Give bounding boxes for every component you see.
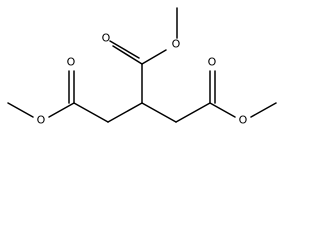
bond-right-methyl [250,102,277,118]
atom-oxygen-upper-carbonyl: O [102,32,111,45]
bond-upper-carbonyl-double-a [112,45,143,65]
bond-left-ch2-to-carbonyl [73,102,109,123]
atom-oxygen-right-carbonyl: O [208,56,217,69]
atom-oxygen-left-carbonyl: O [67,56,76,69]
bond-upper-ester-oxygen [141,49,167,65]
bond-left-ester-oxygen [48,102,75,118]
atom-label-layer: O O O O O O [37,32,248,127]
atom-oxygen-right-ester: O [239,114,248,127]
bond-right-ester-oxygen [209,102,236,118]
chemical-structure-diagram: O O O O O O [7,7,277,127]
bond-layer [7,7,277,123]
bond-central-to-right-ch2 [141,102,177,123]
bond-left-methyl [7,102,34,118]
bond-upper-carbonyl-double-b [109,40,140,59]
atom-oxygen-left-ester: O [37,114,46,127]
bond-central-to-left-ch2 [107,102,143,123]
atom-oxygen-upper-ester: O [172,38,181,51]
bond-right-ch2-to-carbonyl [175,102,211,123]
